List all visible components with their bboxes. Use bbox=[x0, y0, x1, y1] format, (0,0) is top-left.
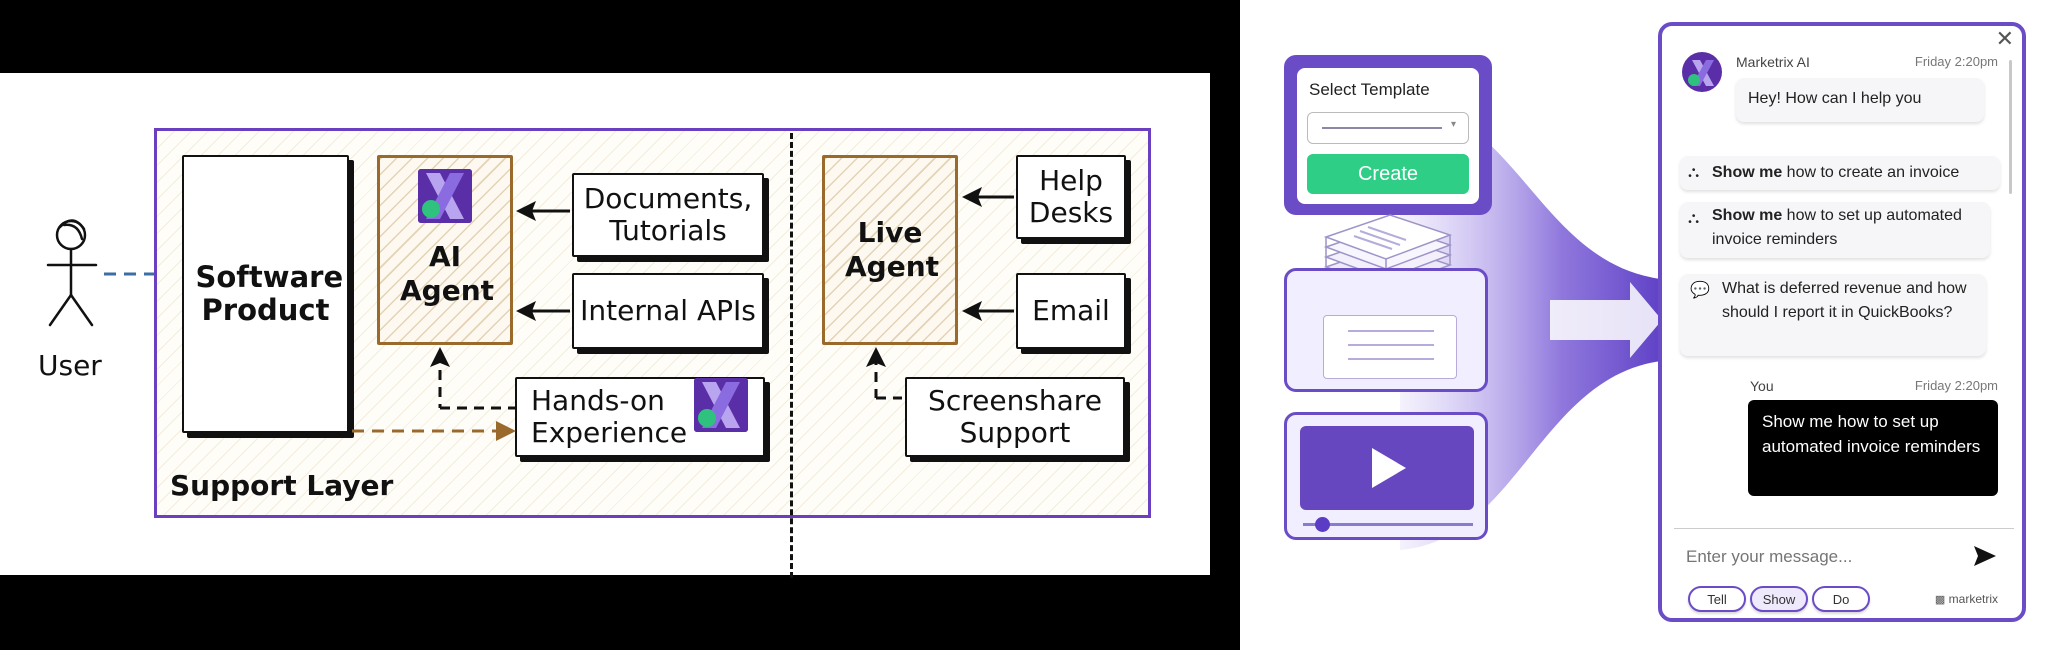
internal-apis-label: Internal APIs bbox=[580, 293, 756, 327]
template-inner: Select Template ▾ Create bbox=[1297, 68, 1479, 204]
play-icon[interactable] bbox=[1368, 446, 1408, 490]
suggestion-1-bold: Show me bbox=[1712, 164, 1783, 181]
input-divider bbox=[1674, 528, 2014, 529]
video-progress-track[interactable] bbox=[1303, 523, 1473, 526]
support-layer-label: Support Layer bbox=[170, 469, 394, 502]
screenshare-support-box: Screenshare Support bbox=[905, 377, 1125, 457]
user-label: User bbox=[38, 349, 102, 382]
layer-divider bbox=[790, 133, 793, 578]
assistant-name: Marketrix AI bbox=[1736, 54, 1810, 70]
email-box: Email bbox=[1016, 273, 1126, 349]
internal-apis-box: Internal APIs bbox=[572, 273, 764, 349]
diagram-canvas: User Software Product Support Layer AI A… bbox=[0, 73, 1210, 578]
suggestion-1-text: how to create an invoice bbox=[1782, 164, 1960, 181]
product-illustration-panel: Select Template ▾ Create bbox=[1240, 0, 2048, 650]
avatar bbox=[1682, 52, 1722, 92]
chat-widget: ✕ Marketrix AI Friday 2:20pm Hey! How ca… bbox=[1658, 22, 2026, 622]
create-button[interactable]: Create bbox=[1307, 154, 1469, 194]
message-input[interactable] bbox=[1686, 542, 1956, 572]
live-agent-label: Live Agent bbox=[845, 216, 940, 283]
dropdown-icon: ▾ bbox=[1450, 119, 1456, 130]
chat-bubble-icon: 💬 bbox=[1690, 282, 1710, 299]
help-desks-label: Help Desks bbox=[1028, 163, 1114, 229]
template-card: Select Template ▾ Create bbox=[1284, 55, 1492, 215]
suggestion-3-text: What is deferred revenue and how should … bbox=[1722, 280, 1967, 321]
video-player[interactable] bbox=[1300, 426, 1474, 510]
marketrix-logo-icon bbox=[418, 169, 472, 223]
mode-do-button[interactable]: Do bbox=[1812, 586, 1870, 612]
documents-label: Documents, Tutorials bbox=[583, 181, 753, 247]
brand-footer: ▩ marketrix bbox=[1935, 592, 1998, 606]
video-progress-knob[interactable] bbox=[1315, 517, 1330, 532]
close-icon[interactable]: ✕ bbox=[1995, 26, 2014, 51]
mode-tell-button[interactable]: Tell bbox=[1688, 586, 1746, 612]
template-title: Select Template bbox=[1309, 80, 1430, 99]
hands-on-logo-icon bbox=[694, 378, 748, 432]
video-card bbox=[1284, 412, 1488, 540]
live-agent-arrows bbox=[866, 187, 1014, 400]
ai-agent-label: AI Agent bbox=[400, 240, 495, 307]
ai-agent-arrows bbox=[352, 201, 570, 441]
user-name: You bbox=[1750, 378, 1774, 394]
email-label: Email bbox=[1032, 293, 1110, 327]
hands-on-label: Hands-on Experience bbox=[531, 383, 688, 449]
suggestion-2-text: how to set up automated invoice reminder… bbox=[1712, 207, 1962, 248]
brand-name: marketrix bbox=[1948, 592, 1998, 606]
software-product-box: Software Product bbox=[182, 155, 349, 433]
documents-tutorials-box: Documents, Tutorials bbox=[572, 173, 764, 257]
screenshare-label: Screenshare Support bbox=[928, 383, 1102, 449]
suggestion-create-invoice[interactable]: ⛬ Show me how to create an invoice bbox=[1680, 156, 2000, 190]
scrollbar[interactable] bbox=[2009, 60, 2012, 194]
assistant-timestamp: Friday 2:20pm bbox=[1914, 54, 1998, 69]
architecture-diagram-panel: User Software Product Support Layer AI A… bbox=[0, 0, 1240, 650]
document-card bbox=[1284, 268, 1488, 392]
cursor-click-icon: ⛬ bbox=[1688, 164, 1700, 181]
brand-logo-icon: ▩ bbox=[1934, 594, 1946, 606]
user-stick-figure-icon bbox=[46, 219, 98, 327]
software-product-label: Software Product bbox=[195, 259, 344, 327]
user-timestamp: Friday 2:20pm bbox=[1914, 378, 1998, 393]
arrow-right-icon bbox=[1550, 282, 1662, 358]
suggestion-deferred-revenue[interactable]: 💬 What is deferred revenue and how shoul… bbox=[1680, 274, 1986, 356]
help-desks-box: Help Desks bbox=[1016, 155, 1126, 239]
assistant-greeting: Hey! How can I help you bbox=[1736, 78, 1984, 122]
cursor-click-icon: ⛬ bbox=[1688, 210, 1700, 227]
document-icon bbox=[1323, 315, 1457, 379]
live-agent-box: Live Agent bbox=[822, 155, 958, 345]
template-dropdown[interactable]: ▾ bbox=[1307, 112, 1469, 144]
suggestion-2-bold: Show me bbox=[1712, 207, 1783, 224]
suggestion-invoice-reminders[interactable]: ⛬ Show me how to set up automated invoic… bbox=[1680, 202, 1990, 258]
send-icon[interactable] bbox=[1972, 544, 1998, 568]
user-message-bubble: Show me how to set up automated invoice … bbox=[1748, 400, 1998, 496]
mode-show-button[interactable]: Show bbox=[1750, 586, 1808, 612]
